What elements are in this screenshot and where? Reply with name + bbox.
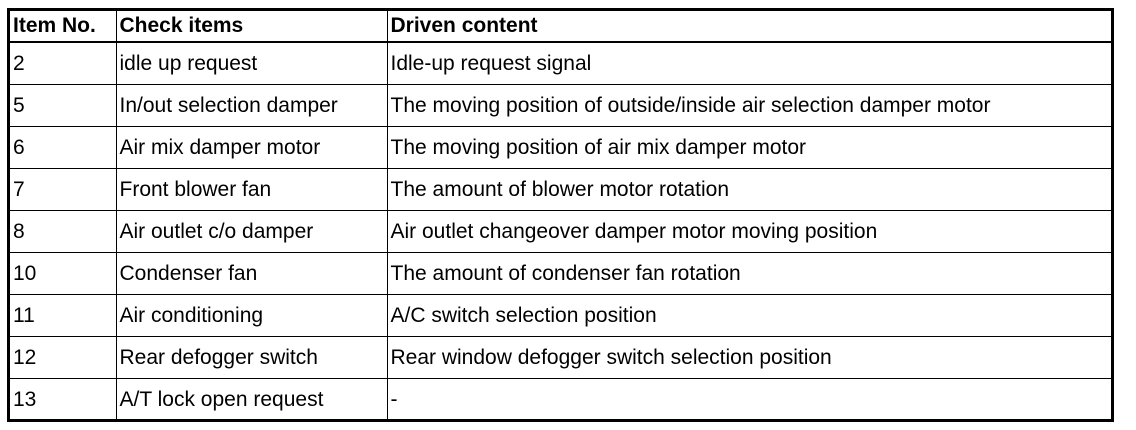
item-no-cell: 6 xyxy=(10,126,117,169)
check-item-cell: A/T lock open request xyxy=(115,378,388,420)
table-row: 6 Air mix damper motor The moving positi… xyxy=(10,126,1111,169)
table-row: 10 Condenser fan The amount of condenser… xyxy=(10,252,1111,295)
driven-content-cell: Rear window defogger switch selection po… xyxy=(386,336,1111,379)
driven-content-cell: The amount of condenser fan rotation xyxy=(386,252,1111,295)
header-check-items: Check items xyxy=(115,11,388,43)
table-row: 5 In/out selection damper The moving pos… xyxy=(10,84,1111,127)
check-item-cell: Rear defogger switch xyxy=(115,336,388,379)
driven-content-cell: Idle-up request signal xyxy=(386,41,1111,85)
item-no-cell: 5 xyxy=(10,84,117,127)
item-no-cell: 13 xyxy=(10,378,117,420)
item-no-cell: 12 xyxy=(10,336,117,379)
driven-content-cell: - xyxy=(386,378,1111,420)
table-row: 7 Front blower fan The amount of blower … xyxy=(10,168,1111,211)
driven-content-cell: The moving position of outside/inside ai… xyxy=(386,84,1111,127)
check-item-cell: Air conditioning xyxy=(115,294,388,337)
table-row: 12 Rear defogger switch Rear window defo… xyxy=(10,336,1111,379)
check-item-cell: Air outlet c/o damper xyxy=(115,210,388,253)
check-item-cell: In/out selection damper xyxy=(115,84,388,127)
driven-content-cell: Air outlet changeover damper motor movin… xyxy=(386,210,1111,253)
driven-content-cell: The moving position of air mix damper mo… xyxy=(386,126,1111,169)
table-row: 2 idle up request Idle-up request signal xyxy=(10,41,1111,85)
header-driven-content: Driven content xyxy=(386,11,1111,43)
item-no-cell: 11 xyxy=(10,294,117,337)
check-item-cell: Air mix damper motor xyxy=(115,126,388,169)
check-items-table-frame: Item No. Check items Driven content 2 id… xyxy=(7,8,1114,422)
item-no-cell: 10 xyxy=(10,252,117,295)
check-items-table: Item No. Check items Driven content 2 id… xyxy=(10,11,1111,420)
driven-content-cell: The amount of blower motor rotation xyxy=(386,168,1111,211)
table-row: 8 Air outlet c/o damper Air outlet chang… xyxy=(10,210,1111,253)
driven-content-cell: A/C switch selection position xyxy=(386,294,1111,337)
item-no-cell: 7 xyxy=(10,168,117,211)
table-row: 13 A/T lock open request - xyxy=(10,378,1111,420)
item-no-cell: 8 xyxy=(10,210,117,253)
item-no-cell: 2 xyxy=(10,41,117,85)
table-row: 11 Air conditioning A/C switch selection… xyxy=(10,294,1111,337)
header-item-no: Item No. xyxy=(10,11,117,43)
check-item-cell: Condenser fan xyxy=(115,252,388,295)
table-header-row: Item No. Check items Driven content xyxy=(10,11,1111,43)
check-item-cell: Front blower fan xyxy=(115,168,388,211)
check-item-cell: idle up request xyxy=(115,41,388,85)
